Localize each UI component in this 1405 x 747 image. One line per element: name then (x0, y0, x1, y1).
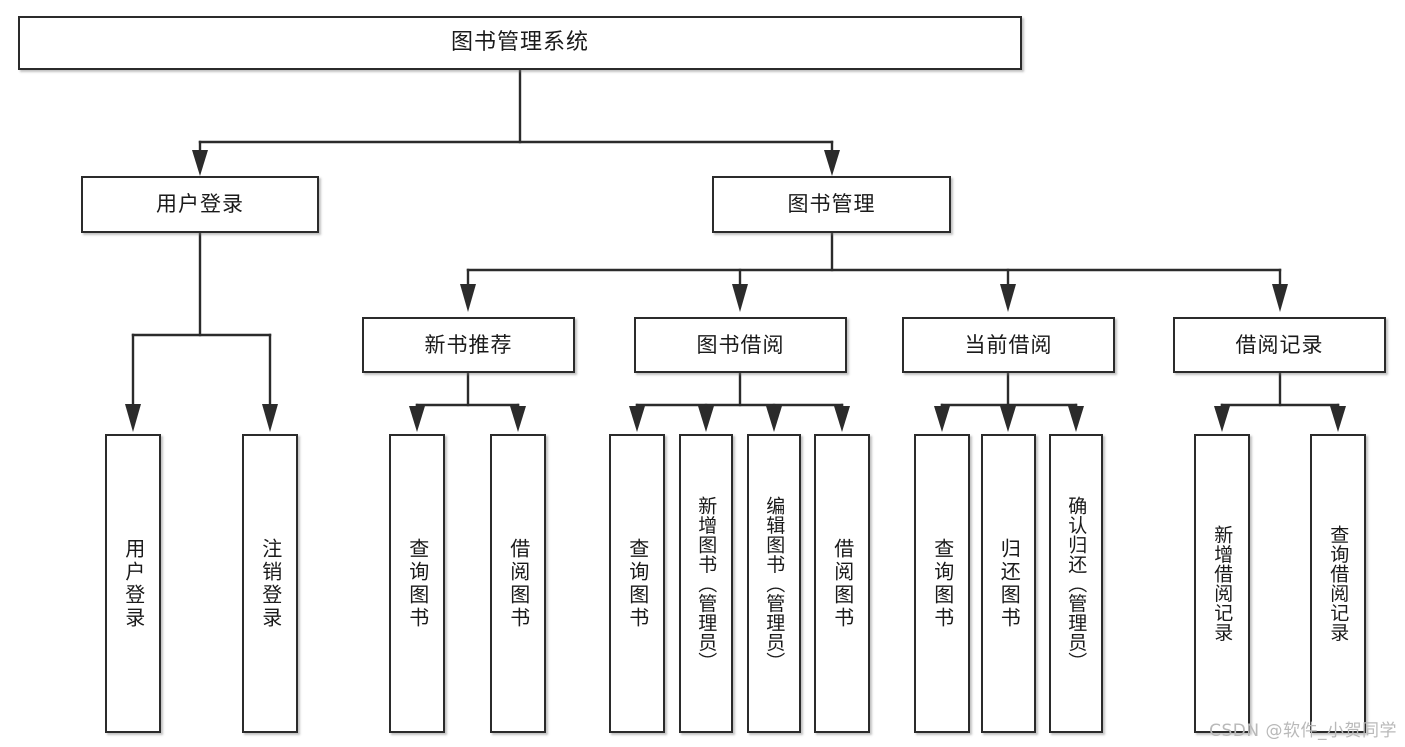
edge-borrowrecord-to-leaves (1214, 371, 1346, 432)
node-label: 查询借阅记录 (1327, 525, 1350, 642)
leaf-edit-book-admin[interactable]: 编辑图书（管理员） (747, 434, 801, 733)
node-label: 借阅图书 (506, 537, 531, 630)
node-label: 查询图书 (930, 537, 955, 630)
leaf-add-book-admin[interactable]: 新增图书（管理员） (679, 434, 733, 733)
leaf-query-book-recommend[interactable]: 查询图书 (389, 434, 445, 733)
node-label: 图书借阅 (696, 332, 785, 357)
leaf-user-logout[interactable]: 注销登录 (242, 434, 298, 733)
node-label: 新书推荐 (424, 332, 513, 357)
csdn-watermark: CSDN @软件_小贺同学 (1209, 721, 1397, 741)
leaf-user-login[interactable]: 用户登录 (105, 434, 161, 733)
node-user-login[interactable]: 用户登录 (81, 176, 319, 233)
leaf-borrow-book-recommend[interactable]: 借阅图书 (490, 434, 546, 733)
leaf-query-borrow-record[interactable]: 查询借阅记录 (1310, 434, 1366, 733)
edge-bookmgmt-to-level3 (460, 231, 1288, 312)
node-label: 查询图书 (625, 537, 650, 630)
node-borrow-record[interactable]: 借阅记录 (1173, 317, 1386, 373)
node-label: 用户登录 (121, 537, 146, 630)
leaf-query-book-borrow[interactable]: 查询图书 (609, 434, 665, 733)
node-label: 新增图书（管理员） (695, 495, 718, 672)
leaf-borrow-book[interactable]: 借阅图书 (814, 434, 870, 733)
node-label: 确认归还（管理员） (1065, 495, 1088, 672)
edge-newbook-to-leaves (409, 371, 526, 432)
node-label: 用户登录 (156, 192, 244, 216)
leaf-add-borrow-record[interactable]: 新增借阅记录 (1194, 434, 1250, 733)
node-label: 借阅记录 (1235, 332, 1324, 357)
node-label: 当前借阅 (964, 332, 1053, 357)
edge-bookborrow-to-leaves (629, 371, 850, 432)
node-root-book-management-system[interactable]: 图书管理系统 (18, 16, 1022, 70)
node-label: 图书管理系统 (450, 30, 589, 55)
leaf-return-book[interactable]: 归还图书 (981, 434, 1036, 733)
node-label: 查询图书 (405, 537, 430, 630)
node-label: 借阅图书 (830, 537, 855, 630)
node-label: 图书管理 (787, 192, 876, 216)
node-label: 新增借阅记录 (1211, 525, 1234, 642)
node-book-management[interactable]: 图书管理 (712, 176, 951, 233)
node-label: 注销登录 (258, 537, 283, 630)
edge-root-to-level2 (192, 68, 840, 176)
node-current-borrow[interactable]: 当前借阅 (902, 317, 1115, 373)
node-label: 编辑图书（管理员） (763, 495, 786, 672)
leaf-query-book-current[interactable]: 查询图书 (914, 434, 970, 733)
node-new-book-recommend[interactable]: 新书推荐 (362, 317, 575, 373)
edge-userlogin-to-leaves (125, 231, 278, 432)
node-label: 归还图书 (997, 537, 1022, 630)
leaf-confirm-return-admin[interactable]: 确认归还（管理员） (1049, 434, 1103, 733)
edge-currentborrow-to-leaves (934, 371, 1084, 432)
node-book-borrow[interactable]: 图书借阅 (634, 317, 847, 373)
